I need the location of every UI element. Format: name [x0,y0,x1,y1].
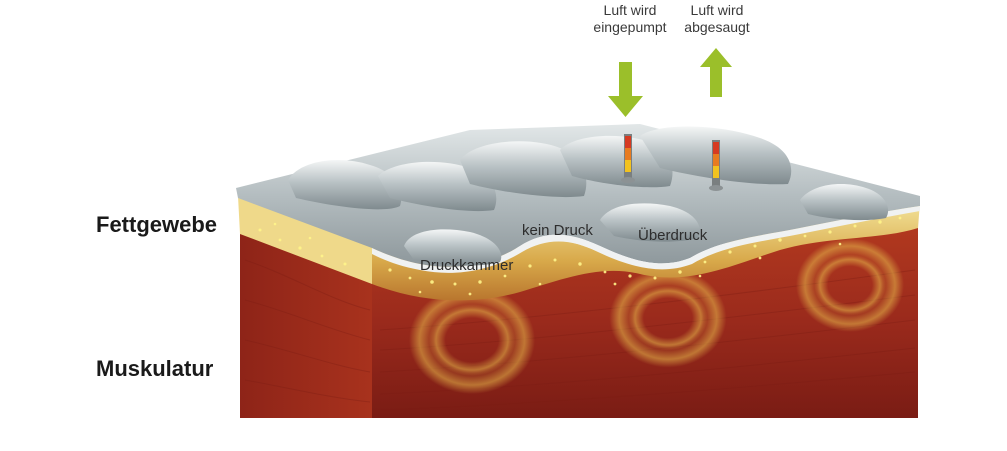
air-pumped-in-line1: Luft wird [603,2,657,18]
arrow-up-icon [700,48,732,97]
pressure-chamber-label: Druckkammer [420,257,514,274]
muscle-label: Muskulatur [96,356,214,381]
fat-left-face [238,196,372,284]
air-pumped-in-line2: eingepumpt [593,19,667,35]
arrow-down-icon [608,62,643,117]
overpressure-label: Überdruck [638,227,708,244]
air-pumped-in-caption: Luft wird eingepumpt [582,2,678,36]
no-pressure-label: kein Druck [522,222,593,239]
muscle-left-face [240,232,372,418]
outflow-valve [709,140,723,191]
air-sucked-out-line1: Luft wird [690,2,744,18]
air-sucked-out-line2: abgesaugt [684,19,750,35]
air-sucked-out-caption: Luft wird abgesaugt [672,2,762,36]
membrane-front-edge [372,206,920,273]
pressure-rings [402,233,910,400]
fat-cells [258,216,902,296]
inflow-valve [621,134,635,183]
fat-tissue-label: Fettgewebe [96,212,218,237]
fat-front-face [372,202,920,301]
